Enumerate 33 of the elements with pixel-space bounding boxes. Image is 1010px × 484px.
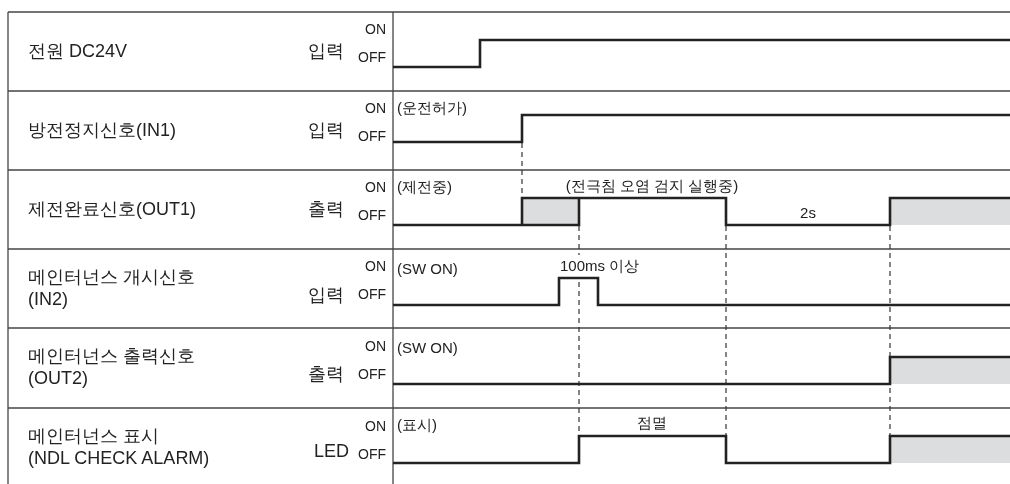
- direction-label: LED: [314, 440, 349, 462]
- signal-name: 메인터넌스 출력신호 (OUT2): [28, 345, 195, 389]
- state-label: ON: [365, 99, 386, 118]
- signal-name: 전원 DC24V: [28, 40, 128, 62]
- state-label: OFF: [358, 48, 386, 67]
- state-label: OFF: [358, 127, 386, 146]
- signal-name: 제전완료신호(OUT1): [28, 198, 196, 220]
- state-label: OFF: [358, 365, 386, 384]
- direction-label: 출력: [308, 363, 344, 385]
- annotation: 점멸: [637, 413, 667, 433]
- state-label: OFF: [358, 445, 386, 464]
- duration-label: 100ms 이상: [560, 256, 640, 276]
- annotation: (SW ON): [397, 259, 458, 279]
- annotation: (제전중): [397, 177, 452, 197]
- state-label: OFF: [358, 285, 386, 304]
- direction-label: 입력: [308, 284, 344, 306]
- direction-label: 입력: [308, 119, 344, 141]
- direction-label: 입력: [308, 40, 344, 62]
- state-label: ON: [365, 337, 386, 356]
- signal-name: 방전정지신호(IN1): [28, 119, 176, 141]
- state-label: ON: [365, 257, 386, 276]
- annotation: (표시): [397, 415, 437, 435]
- state-label: OFF: [358, 206, 386, 225]
- duration-label: 2s: [800, 203, 816, 223]
- annotation: (SW ON): [397, 338, 458, 358]
- state-label: ON: [365, 178, 386, 197]
- state-label: ON: [365, 20, 386, 39]
- state-label: ON: [365, 417, 386, 436]
- annotation: (운전허가): [397, 98, 467, 118]
- annotation: (전극침 오염 검지 실행중): [565, 176, 739, 196]
- signal-name: 메인터넌스 표시 (NDL CHECK ALARM): [28, 425, 210, 469]
- direction-label: 출력: [308, 198, 344, 220]
- signal-name: 메인터넌스 개시신호 (IN2): [28, 266, 195, 310]
